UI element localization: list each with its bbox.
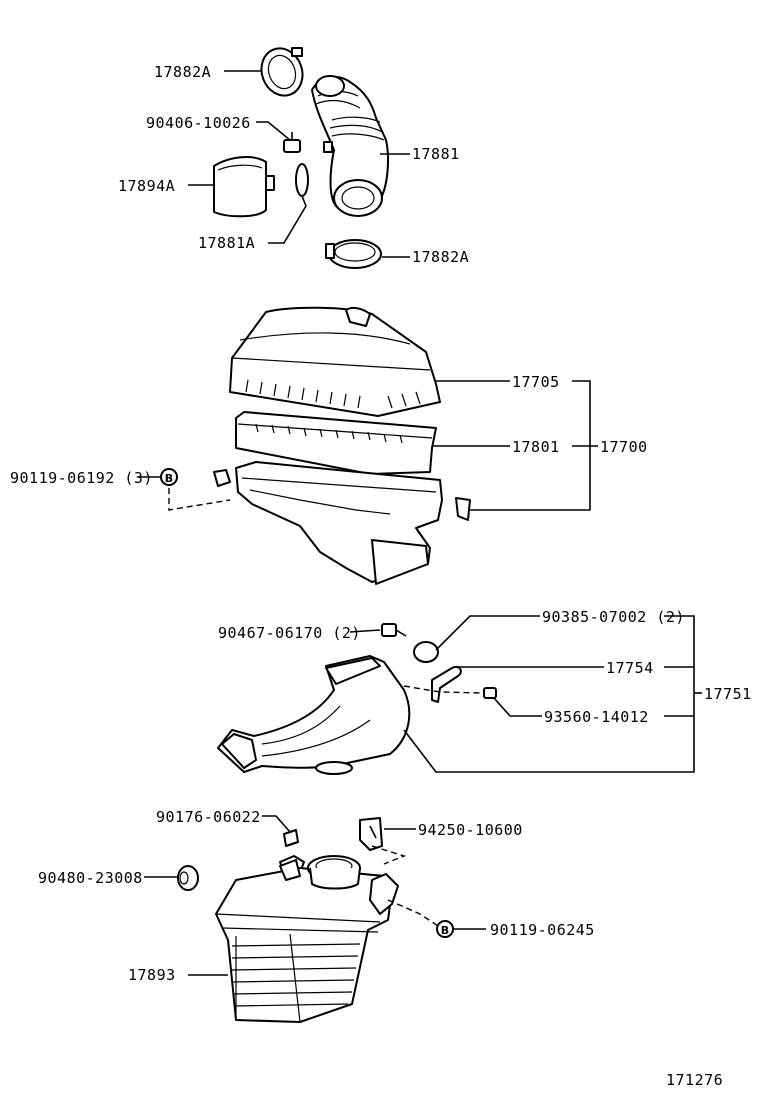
label-17894A: 17894A bbox=[118, 177, 175, 195]
bolt-93560 bbox=[483, 687, 497, 699]
label-17893: 17893 bbox=[128, 966, 176, 984]
hose-clamp-top bbox=[260, 47, 304, 97]
svg-text:B: B bbox=[441, 924, 449, 937]
clip-17881A bbox=[295, 163, 309, 207]
label-90467-06170: 90467-06170 (2) bbox=[218, 624, 361, 642]
bolt-90467 bbox=[381, 623, 407, 637]
label-17881: 17881 bbox=[412, 145, 460, 163]
label-94250-10600: 94250-10600 bbox=[418, 821, 523, 839]
resonator-cover bbox=[213, 156, 275, 218]
diagram-id: 171276 bbox=[666, 1071, 723, 1089]
label-90406-10026: 90406-10026 bbox=[146, 114, 251, 132]
label-17705: 17705 bbox=[512, 373, 560, 391]
bolt-90406 bbox=[283, 132, 301, 153]
grommet-90385 bbox=[413, 641, 439, 663]
label-90119-06245: 90119-06245 bbox=[490, 921, 595, 939]
resonator-17893 bbox=[215, 855, 399, 1023]
label-17754: 17754 bbox=[606, 659, 654, 677]
bracket-17754 bbox=[431, 666, 462, 703]
label-17882A-top: 17882A bbox=[154, 63, 211, 81]
label-90176-06022: 90176-06022 bbox=[156, 808, 261, 826]
b-marker-lower: B bbox=[436, 920, 454, 938]
label-90480-23008: 90480-23008 bbox=[38, 869, 143, 887]
svg-text:B: B bbox=[165, 472, 173, 485]
b-marker-upper: B bbox=[160, 468, 178, 486]
grommet-90480 bbox=[177, 865, 199, 891]
air-cleaner-case bbox=[213, 461, 471, 585]
label-17881A: 17881A bbox=[198, 234, 255, 252]
clip-94250 bbox=[359, 817, 383, 851]
label-17751: 17751 bbox=[704, 685, 752, 703]
intake-hose bbox=[311, 75, 389, 217]
air-filter-element bbox=[235, 411, 437, 475]
label-17882A-bottom: 17882A bbox=[412, 248, 469, 266]
intake-duct bbox=[217, 655, 411, 775]
air-cleaner-cap bbox=[229, 306, 441, 417]
label-90119-06192: 90119-06192 (3) bbox=[10, 469, 153, 487]
label-90385-07002: 90385-07002 (2) bbox=[542, 608, 685, 626]
label-17801: 17801 bbox=[512, 438, 560, 456]
label-17700: 17700 bbox=[600, 438, 648, 456]
label-93560-14012: 93560-14012 bbox=[544, 708, 649, 726]
hose-clamp-bottom bbox=[325, 239, 382, 269]
